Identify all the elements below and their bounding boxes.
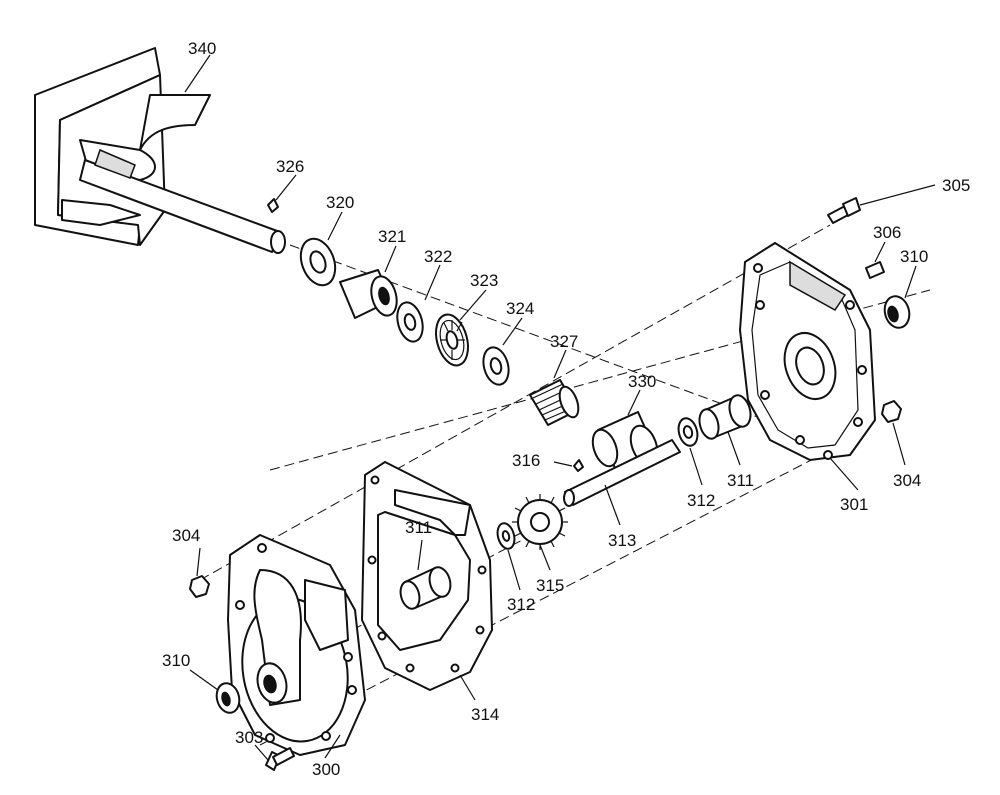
label-310-left: 310 xyxy=(162,651,190,670)
label-330: 330 xyxy=(628,372,656,391)
screw-305 xyxy=(827,197,861,224)
label-304-left: 304 xyxy=(172,526,200,545)
label-303: 303 xyxy=(235,728,263,747)
part-labels: 340 326 320 321 322 323 324 327 330 305 … xyxy=(162,39,970,779)
label-327: 327 xyxy=(550,332,578,351)
worm-gear-327 xyxy=(529,379,580,426)
label-322: 322 xyxy=(424,247,452,266)
label-326: 326 xyxy=(276,157,304,176)
bearing-321 xyxy=(339,269,398,319)
thrust-bearing-323 xyxy=(435,313,469,367)
bushing-311-left xyxy=(399,566,452,610)
washer-322 xyxy=(396,301,424,343)
auger-assembly xyxy=(34,47,286,254)
nut-304-right xyxy=(881,400,902,423)
washer-324 xyxy=(482,346,510,386)
label-320: 320 xyxy=(326,193,354,212)
label-315: 315 xyxy=(536,576,564,595)
gear-housing-301 xyxy=(739,242,876,461)
gear-housing-300 xyxy=(227,534,366,756)
gear-315 xyxy=(512,494,568,550)
label-312-left: 312 xyxy=(507,595,535,614)
bearing-310-right xyxy=(883,295,911,329)
label-321: 321 xyxy=(378,227,406,246)
label-312-right: 312 xyxy=(687,491,715,510)
shaft-313 xyxy=(563,439,681,507)
label-311-left: 311 xyxy=(405,518,432,537)
bearing-310-left xyxy=(215,682,241,714)
washer-312-left xyxy=(496,522,516,550)
label-306: 306 xyxy=(873,223,901,242)
nut-304-left xyxy=(189,575,210,598)
washer-320 xyxy=(299,237,337,287)
bushing-311-right xyxy=(698,394,752,440)
leader-lines xyxy=(184,54,936,761)
set-screw-306 xyxy=(865,261,885,279)
washer-312-right xyxy=(677,417,699,447)
label-324: 324 xyxy=(506,299,534,318)
label-300: 300 xyxy=(312,760,340,779)
label-301: 301 xyxy=(840,495,868,514)
key-316 xyxy=(573,459,584,472)
label-323: 323 xyxy=(470,271,498,290)
screw-303 xyxy=(265,747,295,771)
label-340: 340 xyxy=(188,39,216,58)
label-311-right: 311 xyxy=(727,471,754,490)
label-310-right: 310 xyxy=(900,247,928,266)
label-316: 316 xyxy=(512,451,540,470)
label-304-right: 304 xyxy=(893,471,921,490)
key-326 xyxy=(267,198,279,213)
label-314: 314 xyxy=(471,705,499,724)
label-305: 305 xyxy=(942,176,970,195)
label-313: 313 xyxy=(608,531,636,550)
